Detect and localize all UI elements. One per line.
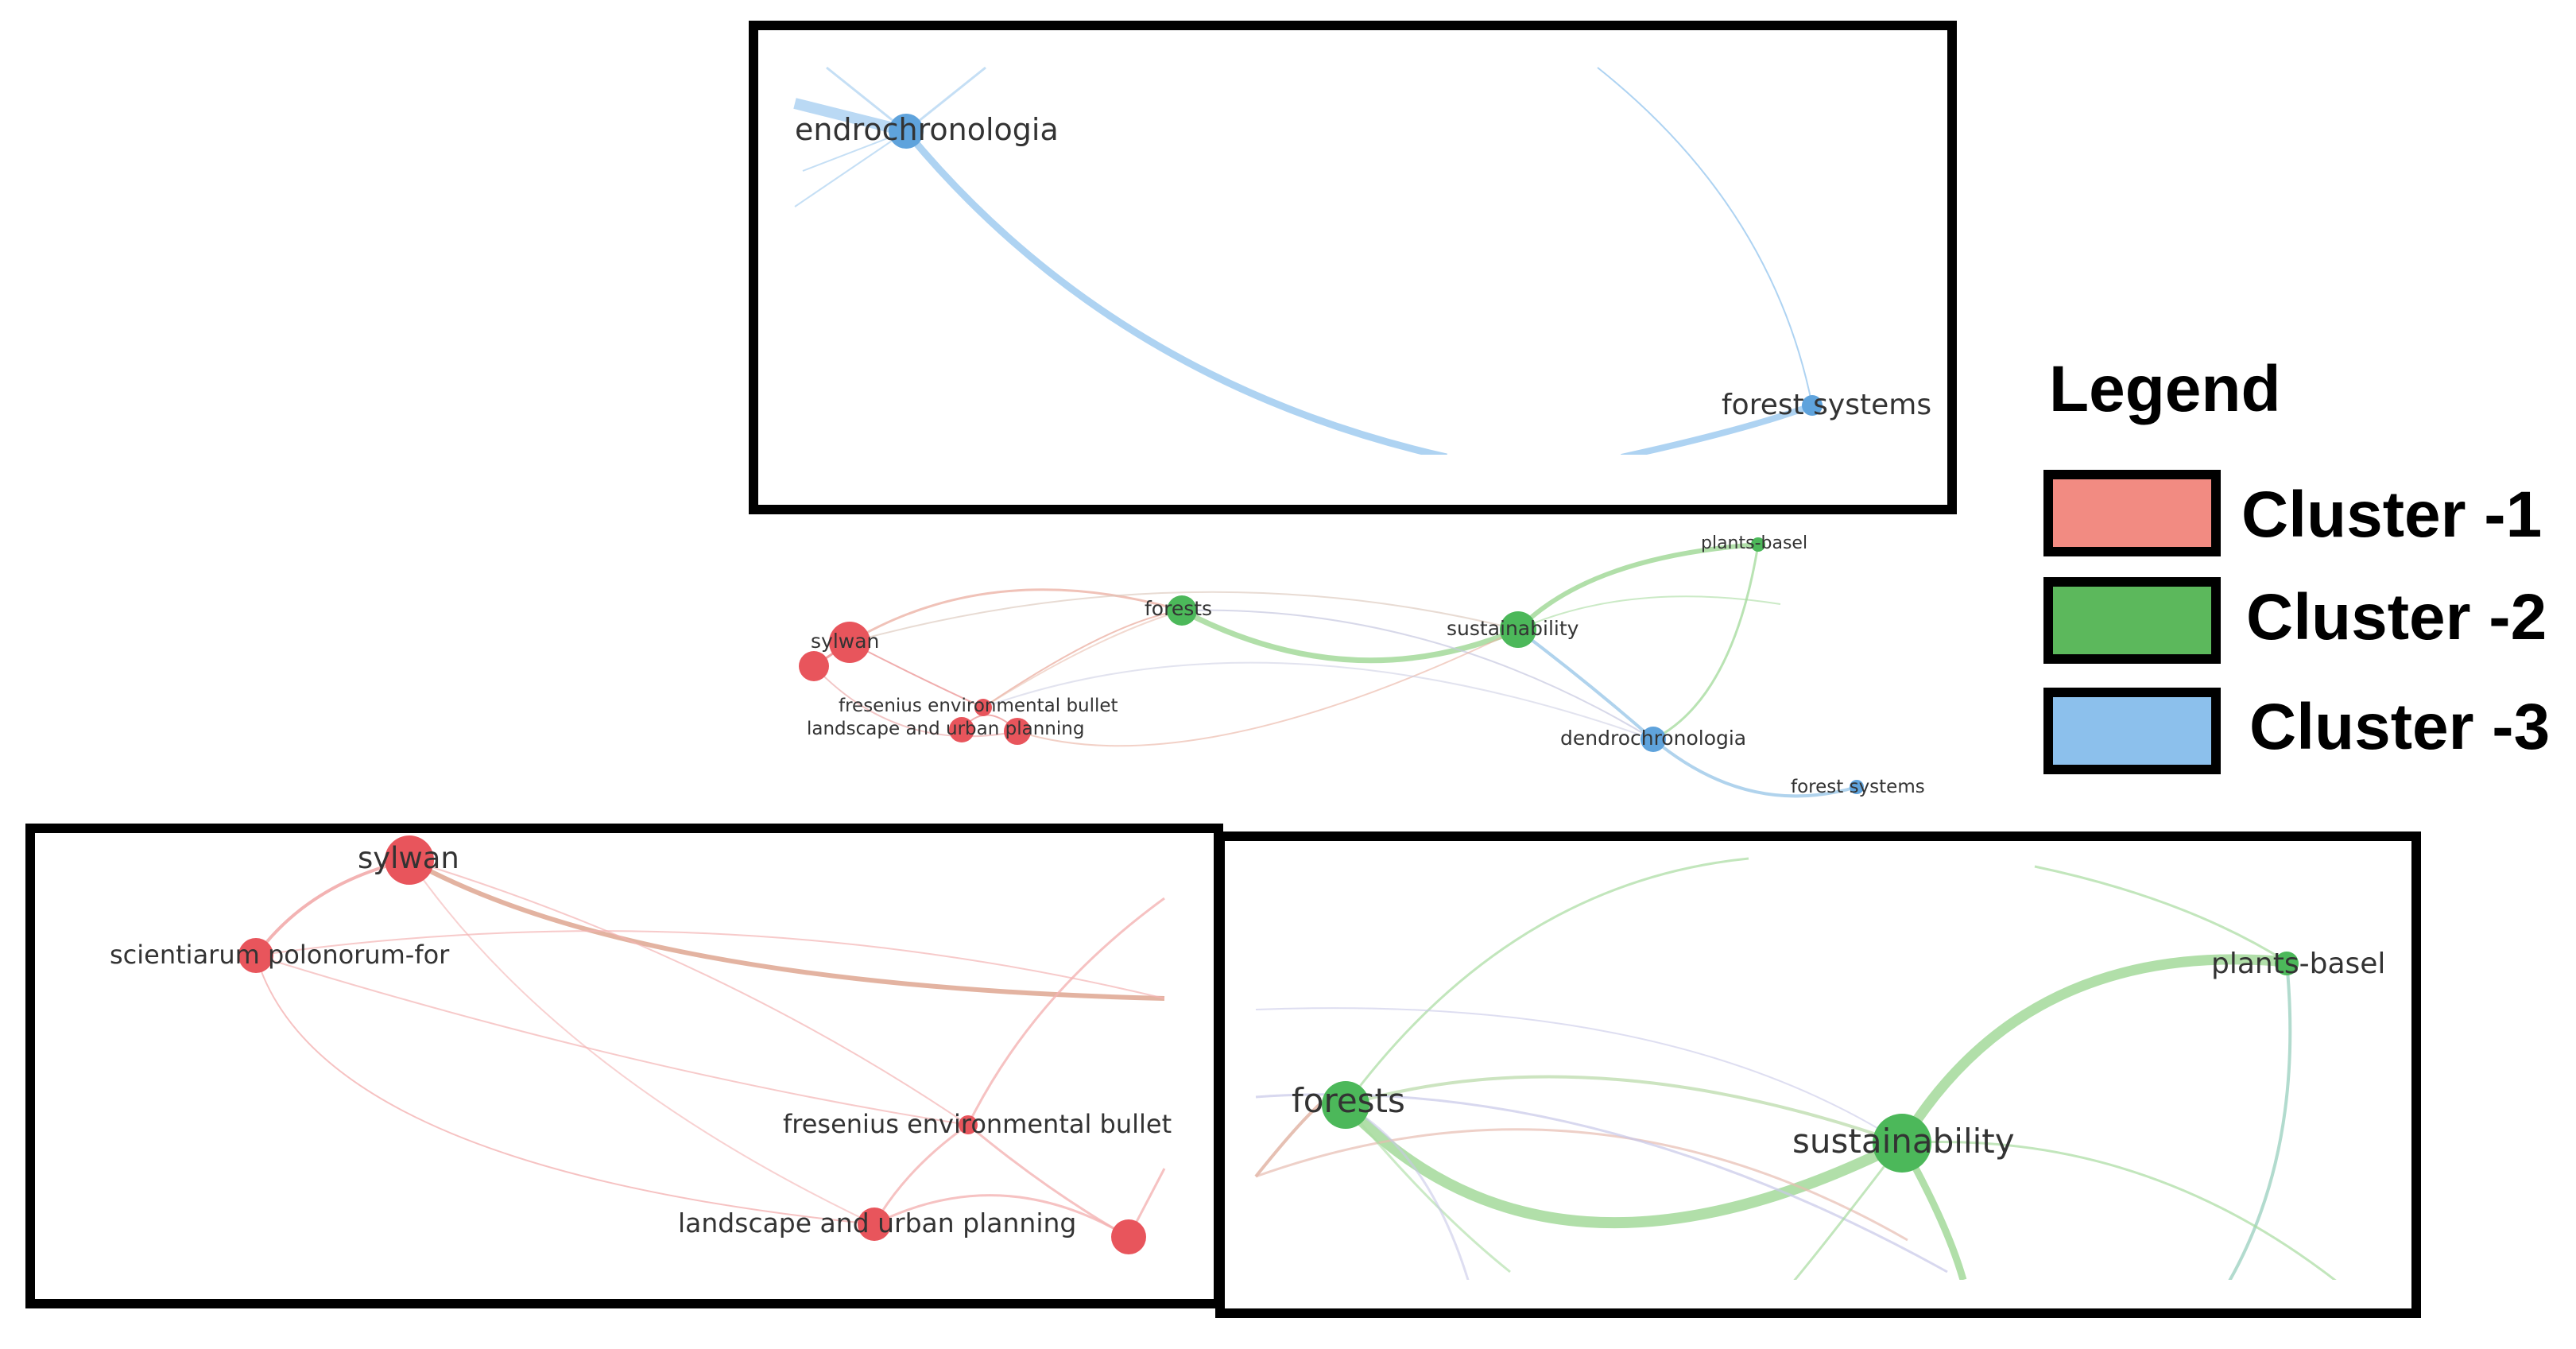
node-forests[interactable] <box>1167 595 1197 626</box>
node-scientiarum[interactable] <box>238 938 273 973</box>
label-forest-systems: forest systems <box>1722 389 1931 421</box>
edge <box>802 130 907 172</box>
label-sylwan: sylwan <box>358 841 459 875</box>
node-dendrochronologia[interactable] <box>889 114 924 149</box>
edge <box>255 930 1165 999</box>
label-fresenius: fresenius environmental bullet <box>783 1109 1172 1139</box>
edge <box>874 1194 1129 1239</box>
edge <box>1181 609 1654 740</box>
legend-swatch-cluster2 <box>2043 577 2221 664</box>
node-sylwan[interactable] <box>385 835 434 885</box>
node-scientiarum[interactable] <box>799 651 829 681</box>
label-dendrochronologia: endrochronologia <box>795 112 1059 147</box>
edge <box>967 1123 1129 1239</box>
label-sustainability: sustainability <box>1447 617 1579 640</box>
edge <box>1345 1075 1903 1145</box>
edge <box>982 661 1654 740</box>
edge <box>2034 865 2287 963</box>
edge <box>254 859 410 957</box>
node-dendrochronologia[interactable] <box>1641 727 1666 752</box>
legend-label-cluster1: Cluster -1 <box>2241 479 2542 551</box>
edge <box>793 98 908 137</box>
node-sylwan[interactable] <box>829 622 870 663</box>
edge <box>1180 607 1520 664</box>
edge <box>1345 1103 1470 1280</box>
edge <box>1344 1104 1511 1273</box>
edge <box>1344 857 1749 1106</box>
node-plants-basel[interactable] <box>1751 537 1765 552</box>
edge <box>409 859 969 1126</box>
node-unlabeled[interactable] <box>1111 1219 1146 1254</box>
edge <box>849 588 1183 644</box>
edge <box>982 610 1183 708</box>
legend-label-cluster3: Cluster -3 <box>2249 691 2550 763</box>
label-plants-basel: plants-basel <box>2211 948 2385 980</box>
label-forests: forests <box>1145 597 1212 620</box>
edge <box>813 665 1018 738</box>
edge <box>966 897 1165 1126</box>
edge <box>1255 1128 1908 1242</box>
edge <box>982 610 1183 708</box>
node-forest-systems[interactable] <box>1850 780 1864 794</box>
edge <box>1516 542 1759 632</box>
legend-swatch-cluster3 <box>2043 688 2221 774</box>
edge <box>849 591 1519 643</box>
zoom-frame-cluster2 <box>1215 831 2421 1318</box>
label-sustainability: sustainability <box>1792 1122 2015 1161</box>
edge <box>1652 544 1760 741</box>
label-plants-basel: plants-basel <box>1701 533 1807 553</box>
edge <box>1017 629 1519 747</box>
edge <box>1793 1142 1904 1280</box>
node-fresenius[interactable] <box>974 699 992 716</box>
edge <box>903 129 1447 455</box>
node-landscape-2[interactable] <box>1004 718 1031 745</box>
edge <box>1517 595 1781 630</box>
edge <box>1597 67 1813 406</box>
edge <box>794 130 907 207</box>
edge <box>2228 961 2292 1280</box>
node-forests[interactable] <box>1322 1081 1369 1129</box>
node-fresenius[interactable] <box>959 1115 978 1134</box>
zoom-panel-cluster1: sylwan scientiarum polonorum-for freseni… <box>25 824 1223 1308</box>
edge <box>1517 628 1655 741</box>
zoom-panel-cluster3: endrochronologia forest systems <box>749 21 1957 514</box>
label-fresenius: fresenius environmental bullet <box>839 696 1118 716</box>
legend-label-cluster2: Cluster -2 <box>2246 581 2547 653</box>
label-forest-systems: forest systems <box>1791 777 1925 797</box>
label-scientiarum: scientiarum polonorum-for <box>110 940 450 970</box>
label-landscape: landscape and urban planning <box>678 1208 1076 1239</box>
node-forest-systems[interactable] <box>1802 395 1823 416</box>
node-sustainability[interactable] <box>1873 1114 1931 1173</box>
edge <box>1652 738 1857 798</box>
legend-swatch-cluster1 <box>2043 470 2221 556</box>
zoom-frame-cluster3 <box>749 21 1957 514</box>
label-landscape: landscape and urban planning <box>807 719 1084 739</box>
edge <box>255 955 875 1225</box>
legend: Legend Cluster -1 Cluster -2 Cluster -3 <box>2043 353 2550 774</box>
node-landscape[interactable] <box>949 717 974 742</box>
overview-network: sylwan fresenius environmental bullet la… <box>799 533 1925 798</box>
edge <box>408 858 1165 1001</box>
legend-title: Legend <box>2049 353 2281 425</box>
label-forests: forests <box>1292 1081 1405 1120</box>
zoom-panel-cluster2: forests sustainability plants-basel <box>1215 831 2421 1318</box>
label-sylwan: sylwan <box>811 630 879 653</box>
node-sustainability[interactable] <box>1500 611 1536 648</box>
overview-edges <box>813 542 1857 798</box>
edge <box>1621 402 1814 455</box>
zoom-panel-cluster1-edges <box>254 858 1166 1239</box>
edge <box>1255 1007 1903 1144</box>
edge <box>1897 954 2287 1146</box>
edge <box>409 859 875 1225</box>
edge <box>255 955 969 1126</box>
edge <box>1901 1141 2337 1280</box>
label-dendrochronologia: dendrochronologia <box>1560 727 1746 750</box>
node-plants-basel[interactable] <box>2275 952 2299 975</box>
zoom-panel-cluster2-edges <box>1254 857 2337 1280</box>
node-landscape[interactable] <box>858 1208 891 1241</box>
